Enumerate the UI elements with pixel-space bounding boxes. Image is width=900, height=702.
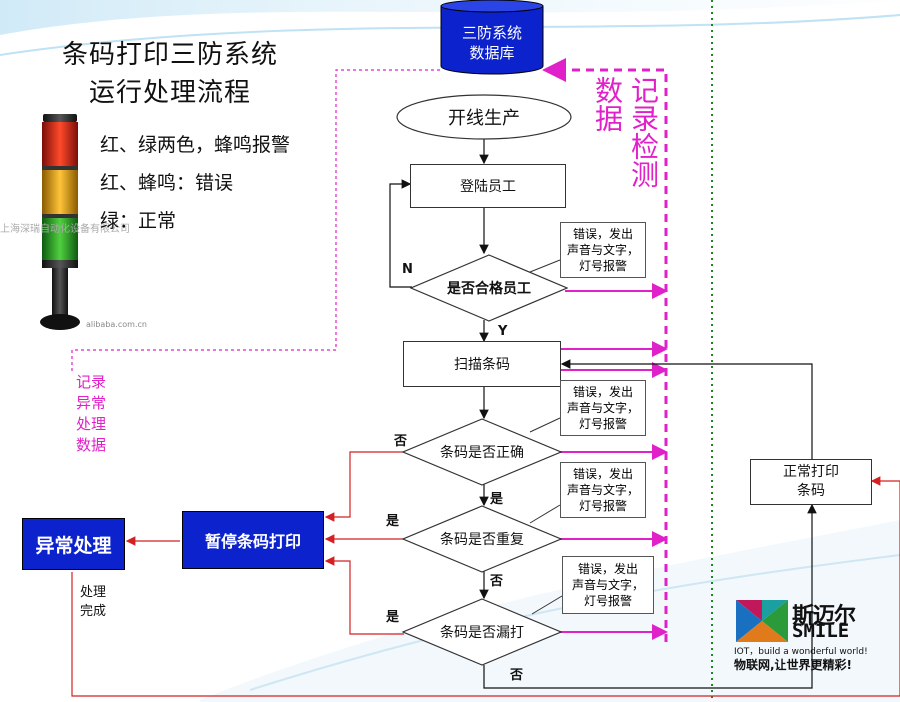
image-source: alibaba.com.cn [86, 320, 147, 329]
record-check-label: 记录检测 [627, 76, 660, 188]
duplicate-decision: 条码是否重复 [440, 532, 524, 548]
page-subtitle: 运行处理流程 [88, 78, 251, 108]
legend-line-1: 红、绿两色，蜂鸣报警 [100, 134, 291, 156]
alert-note-2: 错误，发出 声音与文字， 灯号报警 [560, 380, 646, 436]
brand-smile: SMILE [792, 620, 850, 642]
login-step: 登陆员工 [410, 164, 566, 208]
edge-label-no-3: 否 [510, 668, 524, 683]
edge-label-no-1: 否 [394, 434, 408, 449]
start-node: 开线生产 [448, 108, 520, 129]
legend-line-2: 红、蜂鸣：错误 [100, 172, 234, 194]
alert-note-3: 错误，发出 声音与文字， 灯号报警 [560, 462, 646, 518]
record-abnormal-label: 记录异常处理数据 [76, 373, 107, 454]
smile-logo-icon [736, 600, 788, 642]
scan-step: 扫描条码 [403, 341, 561, 387]
data-label: 数据 [591, 76, 624, 132]
normal-print-step: 正常打印 条码 [750, 459, 872, 505]
exception-handling-step: 异常处理 [22, 518, 125, 570]
legend-line-3: 绿：正常 [100, 210, 177, 232]
edge-label-yes-2: 是 [386, 514, 400, 529]
page-title: 条码打印三防系统 [61, 40, 278, 70]
tower-light-icon [40, 114, 80, 330]
edge-label-yes-1: 是 [490, 492, 504, 507]
missing-decision: 条码是否漏打 [440, 625, 524, 641]
edge-label-y: Y [498, 324, 508, 339]
correct-decision-shape [402, 418, 562, 486]
brand-name: 斯迈尔 [792, 604, 856, 629]
handled-label: 处理 完成 [80, 585, 107, 619]
database-label: 三防系统 数据库 [461, 24, 522, 62]
alert-note-1: 错误，发出 声音与文字， 灯号报警 [560, 222, 646, 278]
qualified-decision-shape [410, 254, 568, 322]
brand-slogan-cn: 物联网,让世界更精彩! [734, 658, 853, 672]
watermark: 上海深瑞自动化设备有限公司 [0, 224, 130, 235]
missing-decision-shape [402, 598, 562, 666]
duplicate-decision-shape [402, 505, 562, 573]
alert-note-4: 错误，发出 声音与文字， 灯号报警 [562, 556, 654, 614]
edge-label-yes-3: 是 [386, 610, 400, 625]
start-terminator-shape [396, 94, 572, 140]
pause-print-step: 暂停条码打印 [182, 511, 324, 569]
edge-label-no-2: 否 [490, 574, 504, 589]
correct-decision: 条码是否正确 [440, 445, 524, 461]
database-icon [440, 0, 544, 75]
qualified-decision: 是否合格员工 [447, 281, 531, 297]
brand-slogan-en: IOT，build a wonderful world! [734, 647, 868, 657]
edge-label-n: N [402, 262, 413, 277]
